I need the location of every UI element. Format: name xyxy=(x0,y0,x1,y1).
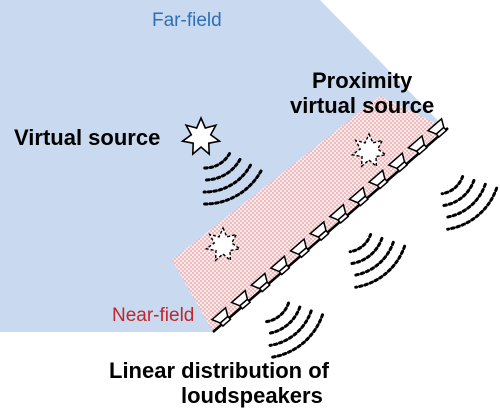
loudspeaker-icon xyxy=(289,237,310,259)
proximity-source-dashed-star-burst-icon xyxy=(350,132,388,168)
virtual-source-label: Virtual source xyxy=(14,125,160,150)
dotted-sound-wave-icon xyxy=(348,233,407,289)
linear-distribution-label-line1: Linear distribution of xyxy=(109,358,330,383)
far-field-label: Far-field xyxy=(152,10,222,31)
dotted-sound-wave-icon xyxy=(264,301,324,359)
loudspeaker-icon xyxy=(230,289,252,310)
dotted-sound-wave-icon xyxy=(202,152,263,206)
loudspeaker-icon xyxy=(210,306,232,328)
loudspeaker-icon xyxy=(328,203,350,224)
proximity-label-line2: virtual source xyxy=(290,93,434,118)
loudspeaker-array-line xyxy=(212,127,449,333)
loudspeaker-array xyxy=(210,117,448,328)
proximity-label-line1: Proximity xyxy=(312,68,413,93)
loudspeaker-icon xyxy=(348,186,369,207)
sound-waves xyxy=(202,152,499,359)
dotted-sound-wave-icon xyxy=(440,175,499,231)
loudspeaker-icon xyxy=(426,117,448,139)
loudspeaker-icon xyxy=(269,254,291,276)
near-field-label: Near-field xyxy=(112,305,194,326)
loudspeaker-icon xyxy=(308,220,330,242)
virtual-source-star-burst-icon xyxy=(180,115,222,156)
far-field-region xyxy=(0,0,445,332)
loudspeaker-icon xyxy=(249,272,271,293)
linear-distribution-label-line2: loudspeakers xyxy=(181,383,323,408)
loudspeaker-icon xyxy=(406,134,428,156)
loudspeaker-icon xyxy=(387,151,409,173)
loudspeaker-icon xyxy=(367,168,389,190)
proximity-source-dashed-star-burst-icon xyxy=(204,226,242,262)
